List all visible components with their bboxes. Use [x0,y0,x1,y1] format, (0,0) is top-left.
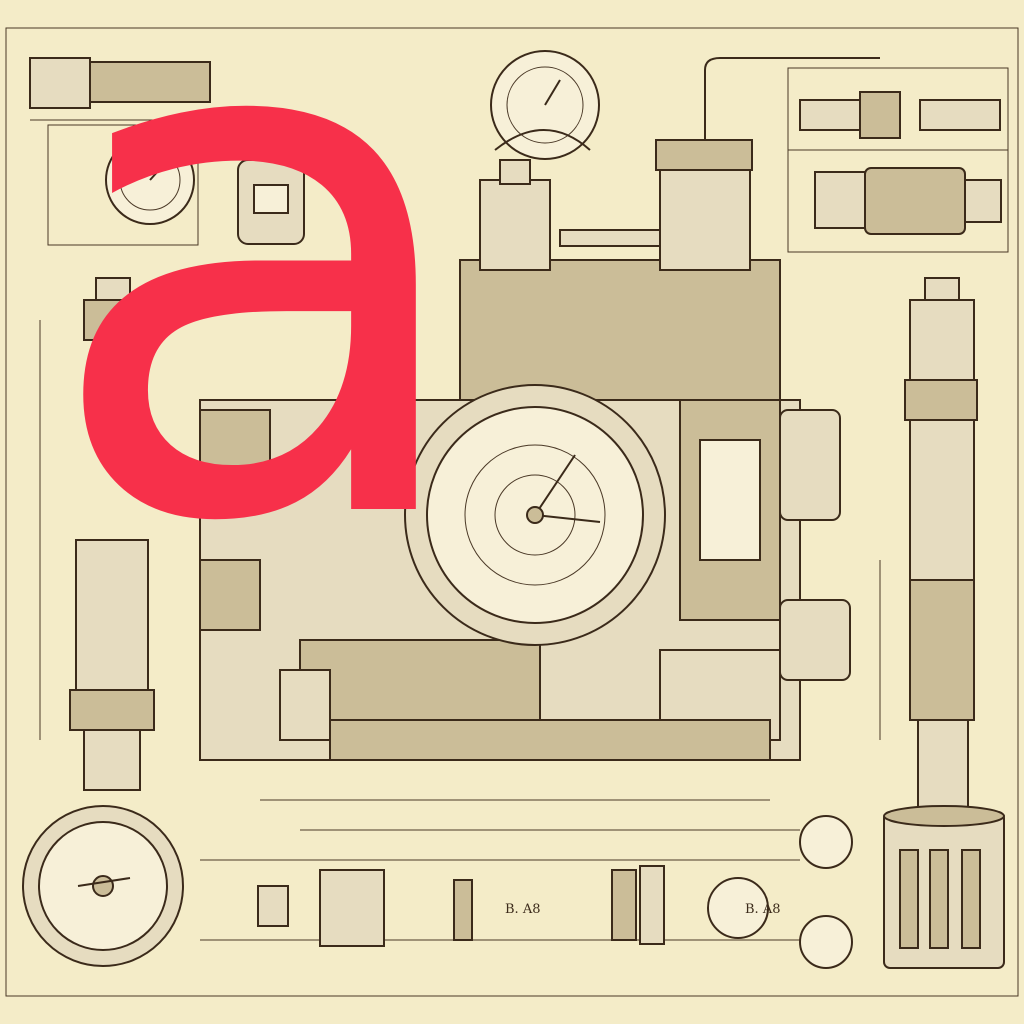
top-left-fitting [29,57,220,246]
bottom-right-cylinder [883,805,1005,969]
annotation-bottom-right: B. A8 [745,902,780,917]
main-pressure-gauge [404,384,666,646]
bottom-assembly [257,815,853,969]
overlay-letter-a: a [40,0,482,679]
dimension-lines [39,320,881,941]
bottom-left-gauge [22,805,184,967]
top-right-assembly [787,67,1009,253]
junction-box-icon [237,139,305,245]
right-vertical-component [904,277,978,811]
top-pressure-gauge [490,50,600,160]
small-gauge-top-left [105,135,195,225]
annotation-bottom-center: B. A8 [505,902,540,917]
left-vertical-component [69,277,155,791]
drawing-border [5,27,1019,997]
